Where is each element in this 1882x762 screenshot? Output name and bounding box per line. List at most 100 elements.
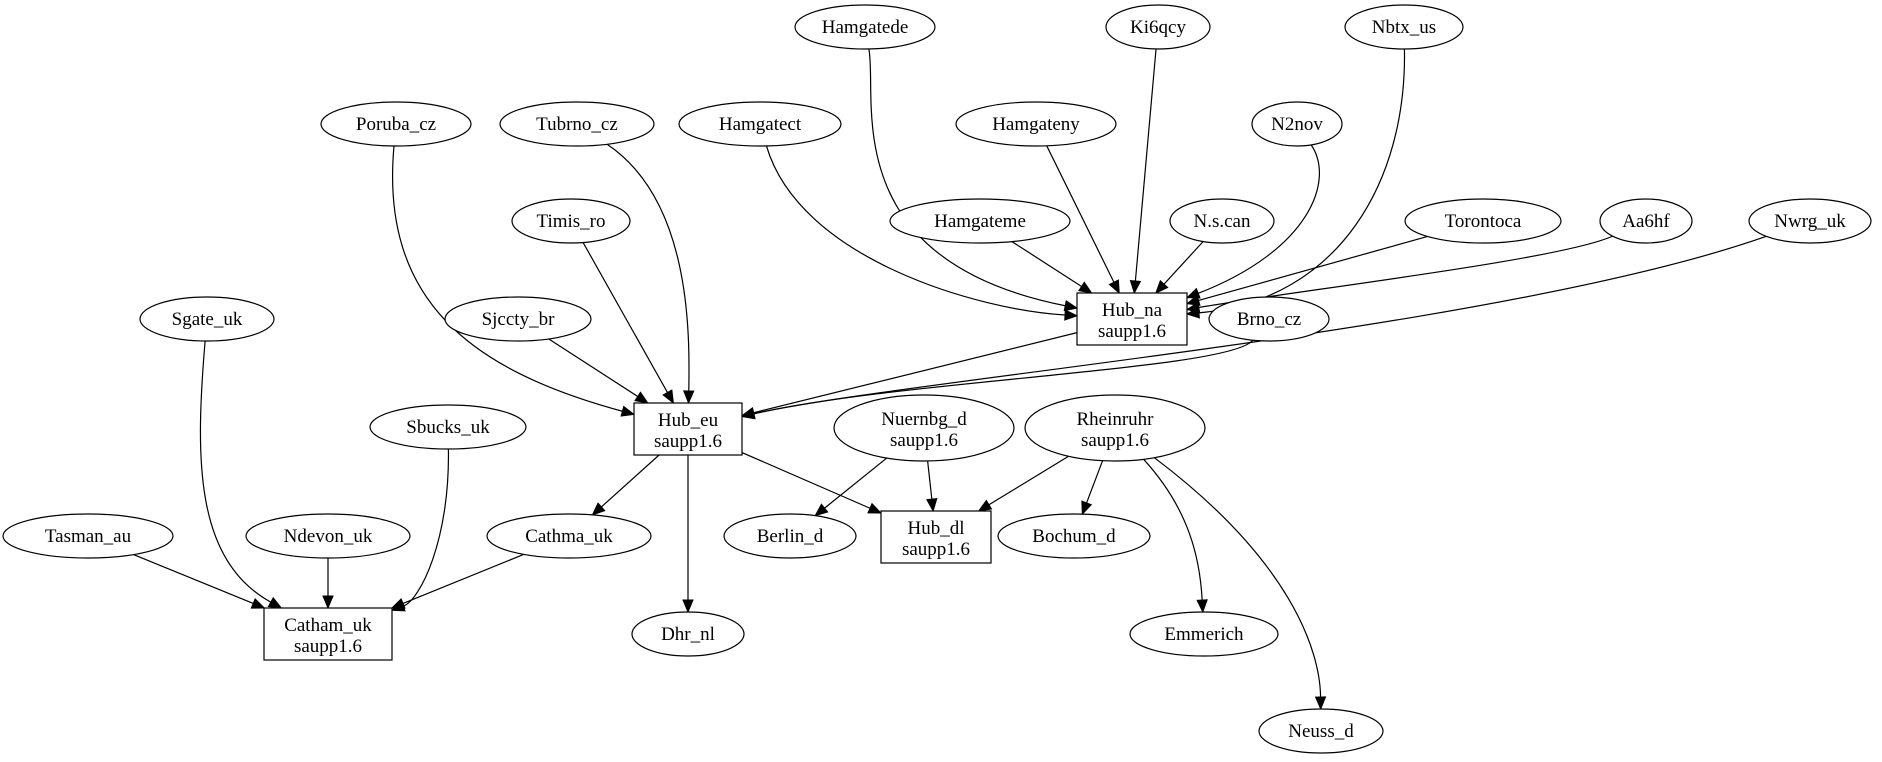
node-sublabel: saupp1.6 (654, 431, 722, 452)
node-ki6qcy[interactable]: Ki6qcy (1105, 4, 1211, 50)
node-n2nov[interactable]: N2nov (1251, 101, 1343, 147)
edge-hamgatede-to-hub_na (868, 48, 1066, 307)
arrowhead-hamgatect-to-hub_na (1064, 309, 1079, 321)
node-ellipse (997, 513, 1151, 559)
arrowhead-timis_ro-to-hub_eu (662, 389, 675, 405)
node-timis_ro[interactable]: Timis_ro (511, 198, 631, 244)
edge-nuernbg_d-to-berlin_d (824, 457, 888, 509)
node-dhr_nl[interactable]: Dhr_nl (631, 611, 745, 657)
node-sjccty_br[interactable]: Sjccty_br (444, 296, 592, 342)
node-ellipse (1251, 101, 1343, 147)
node-sublabel: saupp1.6 (294, 636, 362, 657)
node-emmerich[interactable]: Emmerich (1129, 611, 1279, 657)
arrowhead-poruba_cz-to-hub_eu (620, 405, 636, 417)
node-ndevon_uk[interactable]: Ndevon_uk (245, 513, 411, 559)
node-ellipse (1169, 198, 1275, 244)
node-label: Hamgatect (719, 114, 802, 135)
node-ellipse (1208, 296, 1330, 342)
node-box (880, 510, 992, 564)
node-brno_cz[interactable]: Brno_cz (1208, 296, 1330, 342)
arrowhead-hamgatede-to-hub_na (1063, 299, 1079, 312)
node-hamgateme[interactable]: Hamgateme (889, 198, 1071, 244)
edge-sbucks_uk-to-catham_uk (403, 448, 449, 607)
node-nwrg_uk[interactable]: Nwrg_uk (1748, 198, 1872, 244)
node-sbucks_uk[interactable]: Sbucks_uk (369, 404, 527, 450)
arrowhead-hamgateny-to-hub_na (1108, 279, 1120, 295)
node-sublabel: saupp1.6 (1098, 321, 1166, 342)
edge-cathma_uk-to-catham_uk (402, 553, 525, 605)
node-label: Timis_ro (537, 211, 606, 232)
node-cathma_uk[interactable]: Cathma_uk (486, 513, 652, 559)
node-box (1076, 292, 1188, 346)
node-label: Nuernbg_d (881, 409, 967, 430)
node-ellipse (678, 101, 842, 147)
node-label: Sbucks_uk (406, 417, 490, 438)
node-tubrno_cz[interactable]: Tubrno_cz (499, 101, 655, 147)
node-ellipse (1105, 4, 1211, 50)
node-ellipse (889, 198, 1071, 244)
arrowhead-ndevon_uk-to-catham_uk (322, 595, 334, 610)
arrowhead-nuernbg_d-to-hub_dl (926, 497, 938, 513)
node-ellipse (369, 404, 527, 450)
node-ellipse (1258, 708, 1384, 754)
node-label: Tasman_au (45, 526, 132, 547)
node-label: Dhr_nl (661, 624, 715, 645)
node-hamgatede[interactable]: Hamgatede (794, 4, 936, 50)
node-aa6hf[interactable]: Aa6hf (1599, 198, 1693, 244)
node-box (633, 402, 743, 456)
node-torontoca[interactable]: Torontoca (1404, 198, 1562, 244)
arrowhead-hub_eu-to-hub_dl (867, 502, 883, 514)
node-label: Brno_cz (1237, 309, 1301, 330)
node-ellipse (1748, 198, 1872, 244)
arrowhead-n2nov-to-hub_na (1185, 287, 1201, 299)
node-sublabel: saupp1.6 (890, 430, 958, 451)
edge-hamgatect-to-hub_na (765, 145, 1066, 316)
node-ellipse (139, 296, 275, 342)
node-label: Torontoca (1445, 211, 1522, 232)
node-label: Nwrg_uk (1774, 211, 1846, 232)
edge-timis_ro-to-hub_eu (582, 242, 669, 393)
node-neuss_d[interactable]: Neuss_d (1258, 708, 1384, 754)
node-label: Ki6qcy (1130, 17, 1186, 38)
node-label: Sgate_uk (172, 309, 243, 330)
arrowhead-tubrno_cz-to-hub_eu (683, 390, 695, 405)
node-hamgateny[interactable]: Hamgateny (955, 101, 1117, 147)
node-tasman_au[interactable]: Tasman_au (2, 513, 174, 559)
edge-tasman_au-to-catham_uk (133, 554, 254, 605)
node-nscan[interactable]: N.s.can (1169, 198, 1275, 244)
edge-rheinruhr-to-hub_dl (988, 455, 1069, 506)
arrowhead-rheinruhr-to-neuss_d (1314, 696, 1327, 711)
node-sublabel: saupp1.6 (902, 539, 970, 560)
arrowhead-nuernbg_d-to-berlin_d (814, 503, 829, 517)
node-label: Poruba_cz (356, 114, 436, 135)
arrowhead-aa6hf-to-hub_na (1185, 301, 1201, 314)
node-bochum_d[interactable]: Bochum_d (997, 513, 1151, 559)
edge-rheinruhr-to-emmerich (1143, 458, 1203, 601)
edge-hub_eu-to-cathma_uk (600, 454, 660, 508)
node-box (263, 607, 393, 661)
node-sgate_uk[interactable]: Sgate_uk (139, 296, 275, 342)
edge-nscan-to-hub_na (1163, 241, 1204, 285)
node-hamgatect[interactable]: Hamgatect (678, 101, 842, 147)
node-label: Hub_eu (658, 410, 719, 431)
node-ellipse (2, 513, 174, 559)
node-ellipse (794, 4, 936, 50)
node-label: Ndevon_uk (284, 526, 373, 547)
node-label: Sjccty_br (482, 309, 555, 330)
node-berlin_d[interactable]: Berlin_d (723, 513, 857, 559)
node-label: Hub_dl (908, 518, 965, 539)
node-label: Cathma_uk (525, 526, 613, 547)
node-label: Catham_uk (284, 615, 372, 636)
edge-hub_na-to-hub_eu (753, 332, 1078, 414)
edge-torontoca-to-hub_na (1198, 235, 1428, 301)
arrowhead-sgate_uk-to-catham_uk (267, 596, 283, 609)
node-nbtx_us[interactable]: Nbtx_us (1344, 4, 1464, 50)
node-poruba_cz[interactable]: Poruba_cz (320, 101, 472, 147)
